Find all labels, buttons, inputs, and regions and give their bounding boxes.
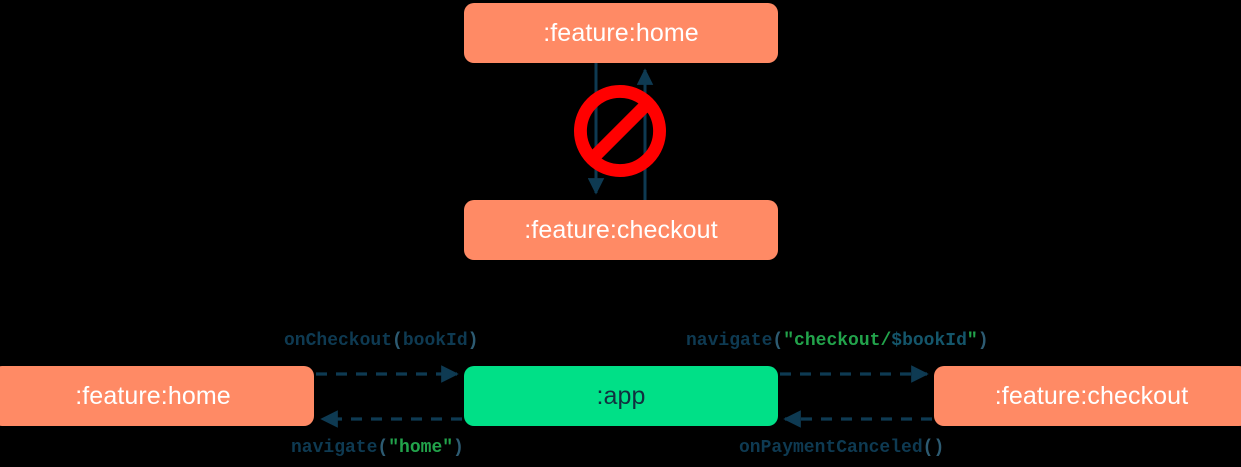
token-function: onCheckout	[284, 331, 393, 351]
node-feature-home-top[interactable]: :feature:home	[464, 3, 778, 63]
token-argument: bookId	[402, 331, 468, 351]
edge-label-navigate-home: navigate("home")	[291, 438, 464, 458]
token-open-paren: (	[392, 331, 403, 351]
node-label: :feature:home	[543, 18, 699, 47]
node-label: :app	[596, 381, 646, 410]
node-label: :feature:checkout	[524, 215, 718, 244]
token-string-open: "checkout/	[783, 331, 892, 351]
edge-label-navigate-checkout: navigate("checkout/$bookId")	[686, 331, 989, 351]
token-variable: $bookId	[891, 331, 967, 351]
node-feature-home-bottom[interactable]: :feature:home	[0, 366, 314, 426]
token-string-close: "	[966, 331, 978, 351]
token-function: onPaymentCanceled	[739, 438, 923, 458]
node-app[interactable]: :app	[464, 366, 778, 426]
token-close-paren: )	[933, 438, 945, 458]
token-open-paren: (	[922, 438, 934, 458]
edge-label-on-checkout: onCheckout(bookId)	[284, 331, 478, 351]
node-label: :feature:checkout	[994, 381, 1189, 410]
token-close-paren: )	[977, 331, 989, 351]
token-function: navigate	[291, 438, 378, 458]
token-string: "home"	[388, 438, 454, 458]
node-feature-checkout-bottom[interactable]: :feature:checkout	[934, 366, 1241, 426]
token-open-paren: (	[377, 438, 389, 458]
prohibition-icon	[574, 85, 666, 177]
token-close-paren: )	[453, 438, 464, 458]
node-label: :feature:home	[75, 381, 231, 410]
node-feature-checkout-top[interactable]: :feature:checkout	[464, 200, 778, 260]
token-open-paren: (	[772, 331, 784, 351]
edge-label-on-payment-canceled: onPaymentCanceled()	[739, 438, 944, 458]
token-function: navigate	[686, 331, 773, 351]
token-close-paren: )	[467, 331, 479, 351]
